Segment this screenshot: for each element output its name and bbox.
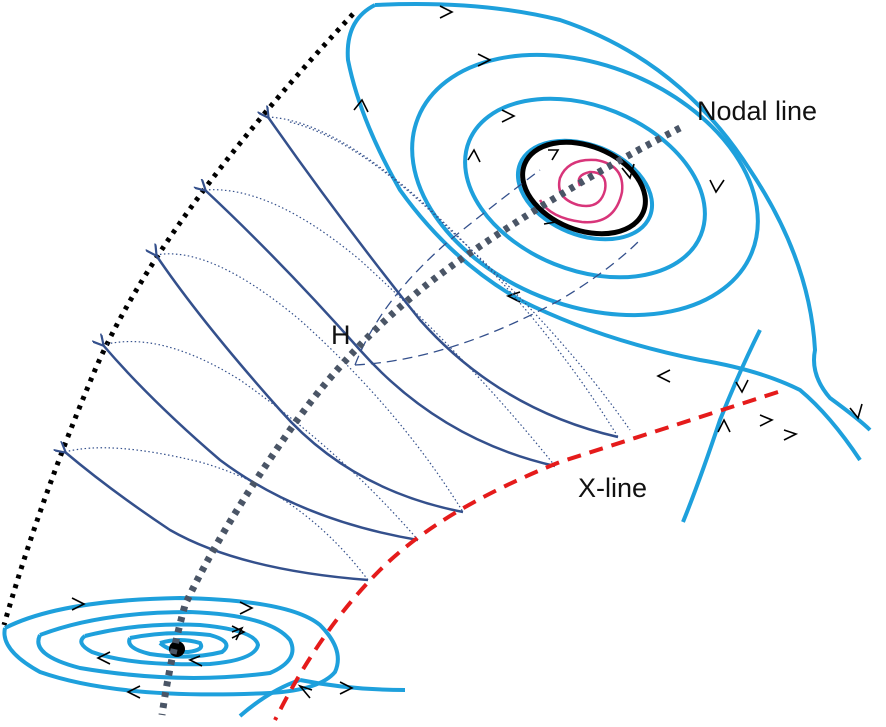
arrow-icon bbox=[188, 655, 203, 667]
upper-loop-outer bbox=[374, 2, 872, 432]
nodal-line-label: Nodal line bbox=[697, 96, 817, 126]
arrow-icon bbox=[759, 414, 774, 427]
return-line-5 bbox=[267, 116, 619, 438]
arrow-icon bbox=[126, 685, 141, 699]
field-line-4 bbox=[205, 190, 556, 468]
upper-flux-loops bbox=[345, 2, 872, 523]
arrow-icon bbox=[353, 98, 369, 113]
arrow-icon bbox=[501, 109, 516, 123]
lower-loop-outer bbox=[2, 595, 340, 697]
inner-spiral bbox=[538, 158, 624, 224]
lower-loop-arrows bbox=[71, 597, 354, 699]
twisted-field-lines bbox=[65, 117, 619, 582]
arrow-icon bbox=[297, 684, 313, 699]
field-line-5 bbox=[268, 117, 619, 439]
upper-loop-3 bbox=[410, 52, 760, 318]
arrow-icon bbox=[505, 291, 521, 303]
arrow-icon bbox=[477, 53, 492, 67]
return-line-1 bbox=[64, 447, 369, 581]
h-dashed-lower bbox=[354, 239, 641, 366]
lower-loop-2 bbox=[36, 609, 295, 680]
arrow-icon bbox=[231, 626, 244, 641]
upper-loop-4 bbox=[463, 96, 707, 280]
arrow-icon bbox=[783, 429, 799, 441]
h-connection-lines bbox=[354, 169, 641, 366]
arrow-icon bbox=[239, 601, 254, 615]
return-line-4 bbox=[204, 189, 556, 467]
arrow-icon bbox=[849, 403, 863, 420]
arrow-icon bbox=[467, 148, 481, 163]
lower-loop-4 bbox=[127, 631, 229, 659]
field-line-2 bbox=[103, 345, 419, 542]
field-line-3 bbox=[156, 255, 464, 514]
arrow-icon bbox=[231, 625, 246, 639]
h-point-label: H bbox=[331, 320, 351, 350]
arrow-icon bbox=[548, 149, 560, 161]
upper-loop-arrows bbox=[353, 5, 863, 441]
arrow-icon bbox=[621, 163, 635, 180]
arrow-icon bbox=[439, 5, 454, 19]
x-line-label: X-line bbox=[578, 473, 647, 503]
return-line-2 bbox=[102, 340, 419, 541]
h-dashed-upper bbox=[354, 169, 541, 366]
arrow-icon bbox=[735, 379, 749, 394]
return-line-6 bbox=[289, 121, 631, 431]
dotted-return-lines bbox=[64, 116, 631, 581]
lower-loop-3 bbox=[79, 622, 261, 667]
x-line bbox=[273, 390, 779, 721]
arrow-icon bbox=[717, 418, 731, 433]
lower-separatrix bbox=[238, 678, 301, 718]
upper-loop-outer-left bbox=[345, 3, 862, 462]
core-ring-black bbox=[520, 139, 648, 237]
upper-separatrix bbox=[681, 329, 762, 523]
arrow-icon bbox=[339, 681, 354, 695]
arrow-icon bbox=[71, 597, 86, 611]
lower-flux-loops bbox=[2, 595, 406, 718]
arrow-icon bbox=[709, 179, 725, 194]
field-line-1 bbox=[65, 452, 369, 582]
nodal-line bbox=[158, 124, 682, 716]
arrow-icon bbox=[96, 651, 111, 665]
arrow-icon bbox=[543, 213, 558, 225]
arrow-icon bbox=[656, 369, 671, 383]
